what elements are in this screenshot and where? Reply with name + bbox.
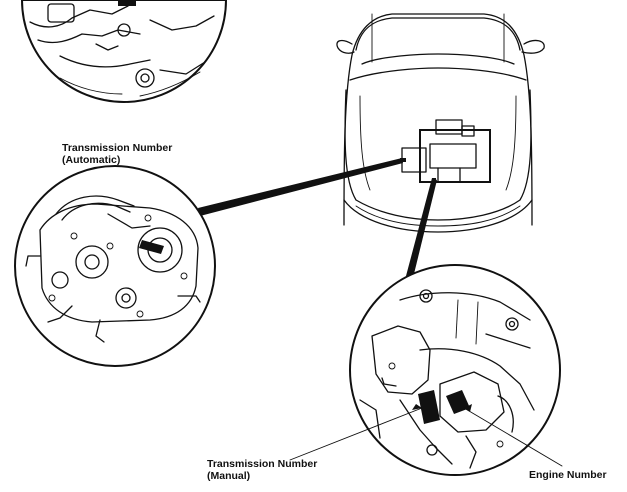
- label-transmission-automatic: Transmission Number (Automatic): [62, 142, 172, 166]
- label-transmission-manual-line1: Transmission Number: [207, 458, 318, 470]
- top-detail-circle: [20, 0, 228, 103]
- label-transmission-automatic-line2: (Automatic): [62, 154, 121, 166]
- leader-lines: [289, 404, 563, 467]
- callout-pointers: [198, 158, 437, 278]
- label-transmission-automatic-line1: Transmission Number: [62, 142, 173, 154]
- engine-block-in-car: [400, 119, 491, 184]
- automatic-transmission-circle: [14, 165, 216, 367]
- label-transmission-manual-line2: (Manual): [207, 470, 251, 482]
- car-body: [336, 13, 545, 233]
- label-engine-number: Engine Number: [529, 469, 607, 481]
- label-transmission-manual: Transmission Number (Manual): [207, 458, 317, 482]
- manual-transmission-circle: [349, 264, 561, 476]
